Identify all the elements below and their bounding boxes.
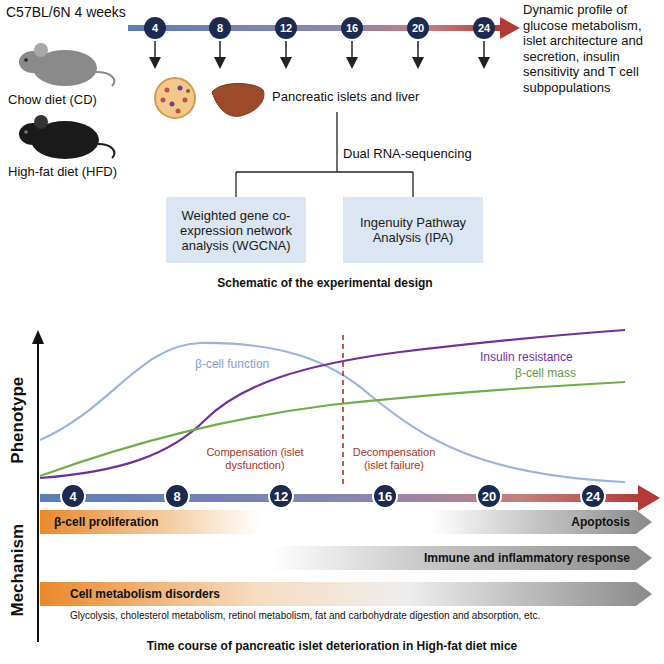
islet-cell bbox=[170, 102, 175, 107]
timeline-bar bbox=[40, 494, 642, 502]
down-arrow bbox=[351, 41, 353, 66]
islet-outline bbox=[155, 78, 195, 118]
timepoint-circle: 12 bbox=[275, 17, 297, 39]
timepoint-circle: 4 bbox=[144, 17, 166, 39]
timepoint-circle: 8 bbox=[209, 17, 231, 39]
node-text: 12 bbox=[280, 22, 292, 34]
mouse-eye bbox=[24, 58, 28, 62]
node-text: 16 bbox=[346, 22, 358, 34]
bracket-leg bbox=[412, 172, 413, 197]
curve-label: Insulin resistance bbox=[480, 350, 573, 364]
group-label: Chow diet (CD) bbox=[8, 92, 97, 108]
week-circle: 4 bbox=[60, 483, 86, 509]
timeline-arrow bbox=[128, 17, 520, 39]
group-label: High-fat diet (HFD) bbox=[8, 164, 117, 180]
islet-cell bbox=[186, 89, 190, 93]
node-text: 12 bbox=[274, 489, 288, 504]
axis-title: Phenotype bbox=[8, 360, 28, 480]
phase-label: Decompensation (islet failure) bbox=[348, 446, 440, 472]
mouse-ear bbox=[34, 43, 48, 57]
bracket-leg bbox=[235, 172, 236, 197]
node-text: Cell metabolism disorders bbox=[70, 587, 220, 601]
week-circle: 24 bbox=[580, 483, 606, 509]
curve-label: β-cell mass bbox=[515, 366, 576, 380]
outcome-note: Dynamic profile of glucose metabolism, i… bbox=[523, 2, 661, 96]
islet-cell bbox=[176, 109, 181, 114]
node-text: 8 bbox=[173, 489, 180, 504]
curve-label: β-cell function bbox=[195, 357, 269, 371]
axis-line bbox=[37, 342, 39, 642]
phase-divider bbox=[342, 335, 344, 484]
timepoint-circle: 16 bbox=[341, 17, 363, 39]
tissue-label: Pancreatic islets and liver bbox=[272, 89, 419, 105]
timepoint-circle: 24 bbox=[473, 17, 495, 39]
islet-cell bbox=[183, 98, 188, 103]
node-text: Ingenuity Pathway Analysis (IPA) bbox=[351, 215, 475, 245]
mouse-ear bbox=[34, 115, 48, 129]
islet-icon bbox=[155, 78, 195, 118]
node-text: 24 bbox=[478, 22, 490, 34]
node-text: 4 bbox=[69, 489, 76, 504]
timeline-bar bbox=[128, 25, 503, 31]
beta-mass-curve bbox=[40, 382, 625, 476]
method-label: Dual RNA-sequencing bbox=[343, 146, 472, 162]
mechanism-bar: Apoptosis bbox=[430, 510, 652, 534]
mechanism-bar: β-cell proliferation bbox=[40, 510, 260, 534]
time-axis bbox=[40, 485, 660, 511]
axis-title: Mechanism bbox=[8, 510, 28, 630]
node-text: 8 bbox=[217, 22, 223, 34]
node-text: Immune and inflammatory response bbox=[424, 551, 630, 565]
node-text: Weighted gene co-expression network anal… bbox=[174, 208, 298, 253]
sampling-arrows bbox=[155, 41, 484, 66]
insulin-resistance-curve bbox=[40, 330, 625, 478]
timepoint-circle: 20 bbox=[407, 17, 429, 39]
mouse-icon bbox=[19, 43, 114, 86]
node-text: 24 bbox=[586, 489, 600, 504]
panel-caption: Schematic of the experimental design bbox=[150, 276, 500, 290]
islet-cell bbox=[178, 86, 183, 91]
node-text: β-cell proliferation bbox=[54, 515, 159, 529]
mechanism-bar: Cell metabolism disorders bbox=[40, 582, 652, 606]
down-arrow bbox=[154, 41, 156, 66]
down-arrow bbox=[285, 41, 287, 66]
node-text: 16 bbox=[378, 489, 392, 504]
week-circle: 20 bbox=[476, 483, 502, 509]
mouse-tail bbox=[98, 144, 114, 158]
node-text: Apoptosis bbox=[571, 515, 630, 529]
islet-cell bbox=[165, 88, 170, 93]
analysis-box: Weighted gene co-expression network anal… bbox=[166, 197, 306, 263]
liver-icon bbox=[212, 84, 264, 117]
phase-label: Compensation (islet dysfunction) bbox=[195, 446, 315, 472]
down-arrow bbox=[483, 41, 485, 66]
node-text: 20 bbox=[412, 22, 424, 34]
mouse-icon bbox=[19, 115, 114, 159]
node-text: 4 bbox=[152, 22, 158, 34]
node-text: 20 bbox=[482, 489, 496, 504]
mechanism-bar: Immune and inflammatory response bbox=[270, 546, 652, 570]
figure-caption: Time course of pancreatic islet deterior… bbox=[0, 639, 664, 653]
week-circle: 12 bbox=[268, 483, 294, 509]
down-arrow bbox=[417, 41, 419, 66]
arrow-head bbox=[638, 485, 660, 511]
axis-arrow bbox=[32, 330, 44, 344]
week-circle: 8 bbox=[164, 483, 190, 509]
analysis-box: Ingenuity Pathway Analysis (IPA) bbox=[343, 197, 483, 263]
stem-line bbox=[336, 112, 337, 172]
bracket-line bbox=[236, 171, 413, 172]
week-circle: 16 bbox=[372, 483, 398, 509]
mouse-eye bbox=[24, 130, 28, 134]
islet-cell bbox=[161, 98, 166, 103]
cohort-label: C57BL/6N 4 weeks bbox=[6, 4, 126, 21]
pathway-note: Glycolysis, cholesterol metabolism, reti… bbox=[70, 610, 650, 622]
down-arrow bbox=[219, 41, 221, 66]
mouse-tail bbox=[96, 72, 114, 86]
arrow-head bbox=[500, 17, 520, 39]
